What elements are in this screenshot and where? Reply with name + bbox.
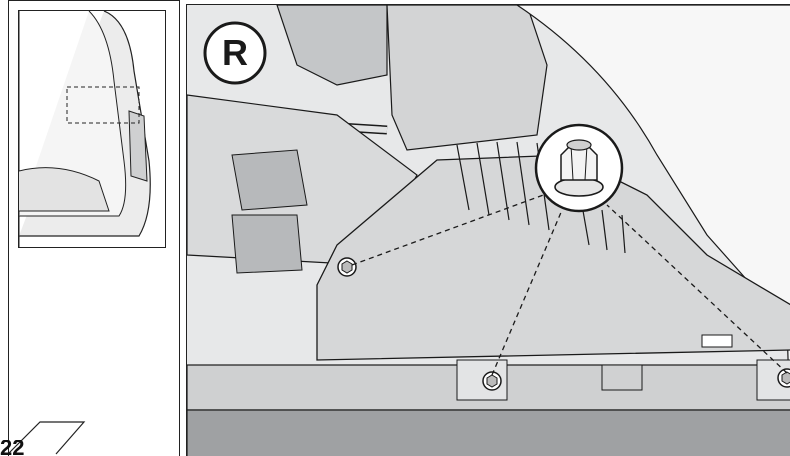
left-column-frame — [8, 0, 180, 456]
leader-lines — [351, 189, 788, 376]
vehicle-overview-drawing — [19, 11, 151, 247]
main-illustration: R — [186, 4, 790, 456]
locator-dashed-box — [66, 86, 140, 124]
bolt-icon — [337, 257, 357, 277]
under-hood-drawing: R — [187, 5, 790, 456]
overview-diagram — [18, 10, 166, 248]
page-corner-decoration — [7, 421, 86, 455]
bolt-icon — [777, 368, 790, 388]
position-marker-icon — [203, 21, 267, 85]
nut-detail-icon — [534, 123, 624, 213]
page-number: 22 — [0, 440, 25, 456]
bolt-icon — [482, 371, 502, 391]
position-marker-label: R — [222, 32, 248, 73]
